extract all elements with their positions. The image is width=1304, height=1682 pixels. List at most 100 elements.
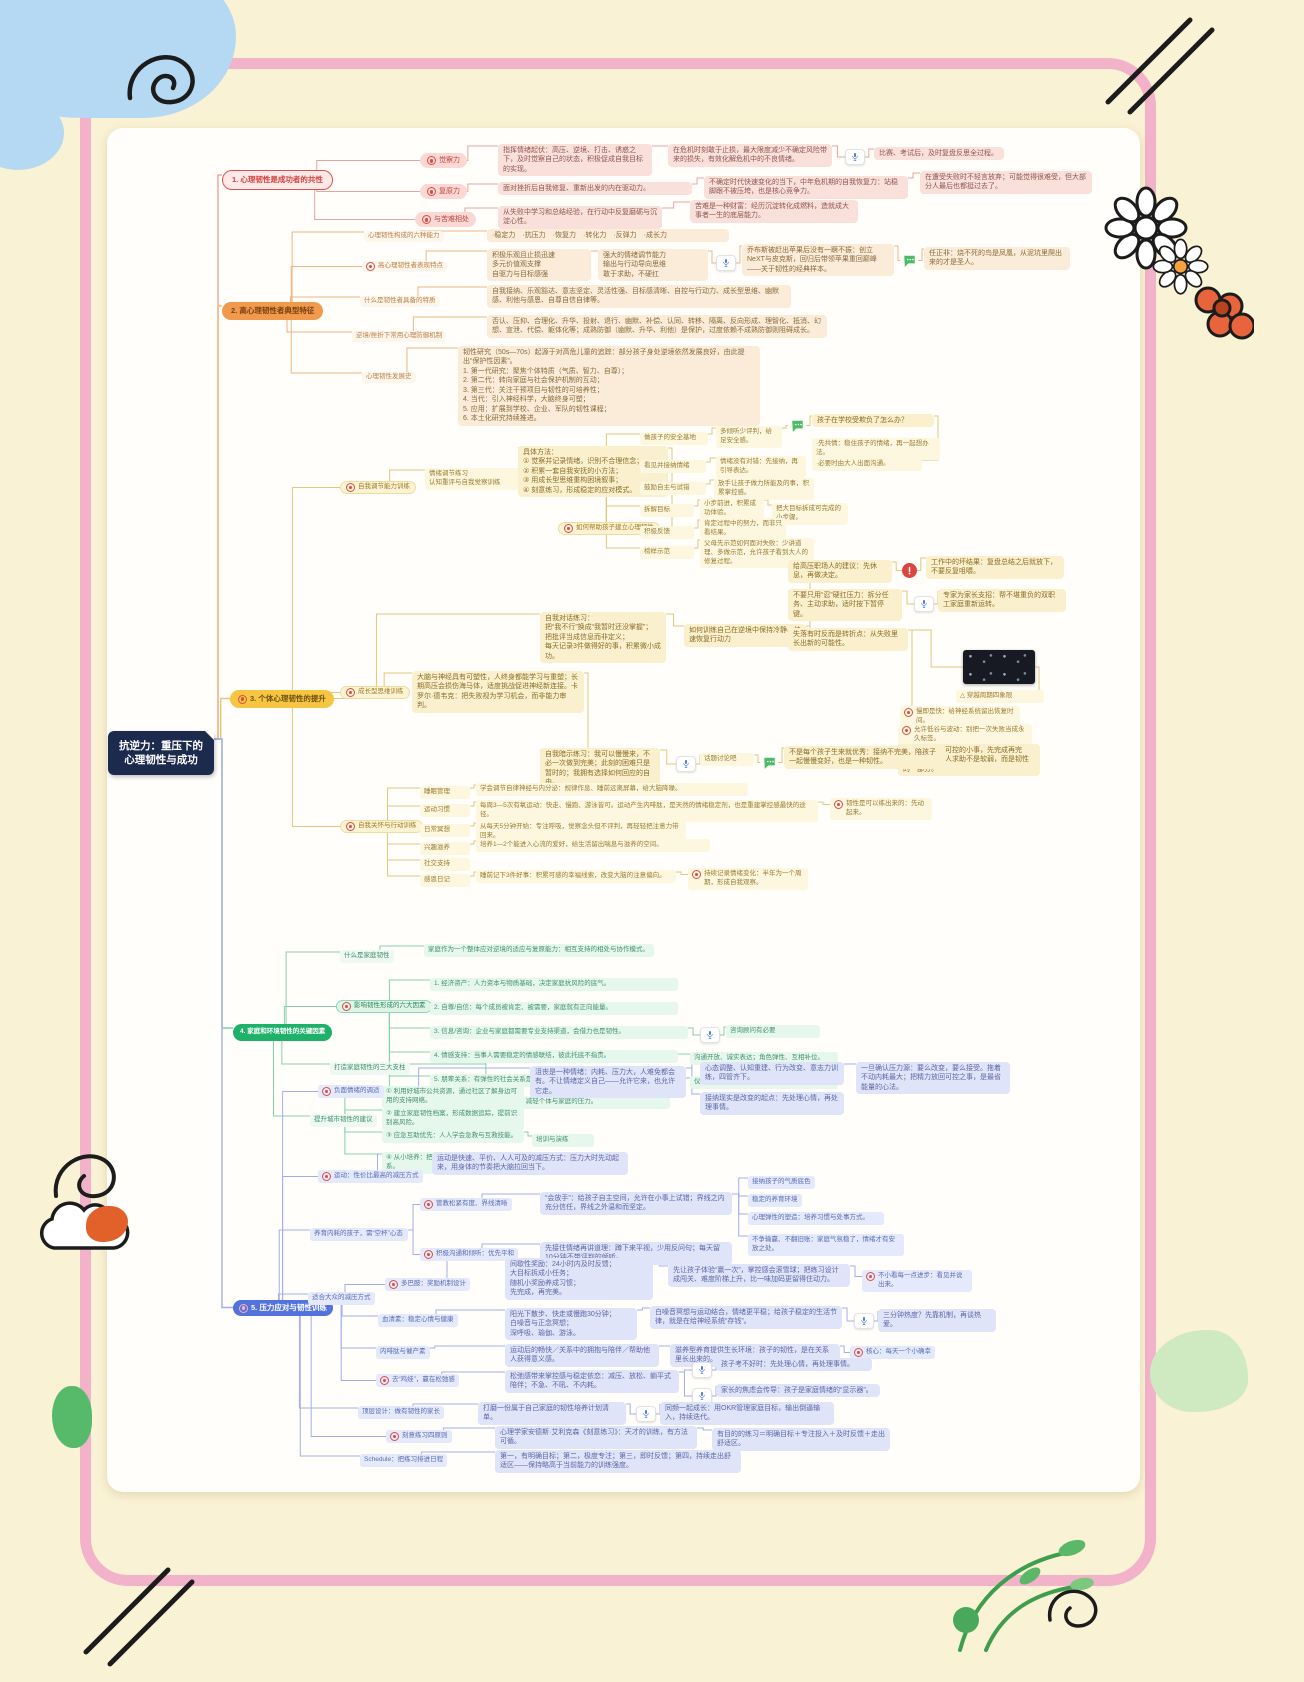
mindmap-node[interactable]: 家长的焦虑会传导：孩子是家庭情绪的“显示器”。 [716, 1384, 880, 1398]
mindmap-node[interactable]: 把大目标拆成可完成的小步骤。 [772, 503, 848, 525]
branch-1-common-traits[interactable]: 1. 心理韧性是成功者的共性 [222, 170, 333, 191]
mindmap-node[interactable]: 2. 自尊/自信：每个成员被肯定、被需要，家庭就有正向能量。 [430, 1002, 678, 1015]
mindmap-node[interactable]: 韧性研究（50s—70s）起源于对高危儿童的追踪：部分孩子身处逆境依然发展良好，… [458, 346, 760, 426]
mindmap-node[interactable]: 心理弹性的塑造：培养习惯与处事方式。 [748, 1212, 884, 1225]
mindmap-node[interactable]: 强大的情绪调节能力 输出与行动导向思维 敢于求助，不硬扛 [598, 249, 708, 282]
mindmap-node[interactable]: 大脑与神经具有可塑性，人终身都能学习与重塑；长期高压会损伤海马体，适度挑战促进神… [412, 671, 584, 713]
mindmap-node[interactable]: 做孩子的安全基地 [640, 432, 708, 445]
mindmap-node[interactable]: 核心：每天一个小确幸 [850, 1346, 935, 1359]
mindmap-node[interactable]: 在遭受失败时不轻言放弃；可能觉得很难受，但大部分人最后也都挺过去了。 [920, 171, 1092, 194]
audio-note-button[interactable] [692, 1362, 712, 1378]
mindmap-node[interactable]: 复原力 [420, 184, 467, 200]
mindmap-node[interactable]: 鼓励自主与试错 [640, 482, 706, 495]
mindmap-node[interactable]: 心态调整、认知重建、行为改变、意志力训练，四管齐下。 [700, 1062, 844, 1085]
mindmap-node[interactable]: 同频一起成长：用OKR管理家庭目标，输出倒逼输入，持续迭代。 [660, 1402, 834, 1425]
mindmap-node[interactable]: 一旦确认压力源：要么改变，要么接受。拖着不动内耗最大；把精力放回可控之事，是最省… [856, 1062, 1010, 1095]
audio-note-button[interactable] [636, 1406, 656, 1422]
mindmap-node[interactable]: 不小看每一点进步：看见并说出来。 [862, 1270, 972, 1292]
mindmap-node[interactable]: 不确定时代快速变化的当下，中年危机期的自我恢复力：站稳脚跟不被压垮，也是核心竞争… [704, 176, 908, 199]
mindmap-node[interactable]: 多巴胺：奖励机制设计 [385, 1278, 470, 1291]
mindmap-node[interactable]: 允许低谷与波动：别把一次失败当成永久标签。 [898, 724, 1032, 746]
mindmap-node[interactable]: 运动后的畅快／关系中的拥抱与陪伴／帮助他人获得意义感。 [505, 1344, 659, 1367]
mindmap-node[interactable]: 每周3—5次有氧运动：快走、慢跑、游泳皆可。运动产生内啡肽，是天然的情绪稳定剂，… [476, 800, 818, 822]
mindmap-node[interactable]: “会放手”：给孩子自主空间，允许在小事上试错；界线之内充分信任，界线之外温和而坚… [540, 1192, 732, 1215]
branch-4-family-environment-factors[interactable]: 4. 家庭和环境韧性的关键因素 [233, 1024, 333, 1041]
mindmap-node[interactable]: Schedule：把练习排进日程 [360, 1454, 448, 1467]
mindmap-node[interactable]: 运动：性价比最高的减压方式 [318, 1170, 423, 1183]
mindmap-node[interactable]: 孩子考不好时：先处理心情，再处理事情。 [716, 1358, 872, 1372]
mindmap-node[interactable]: 孩子在学校受欺负了怎么办？ [812, 414, 934, 428]
mindmap-node[interactable]: 咨询顾问有必要 [726, 1025, 820, 1038]
mindmap-node[interactable]: 管教松紧有度、界线清晰 [420, 1198, 512, 1211]
mindmap-node[interactable]: 1. 经济资产：人力资本与物质基础，决定家庭抗风险的底气。 [430, 978, 678, 991]
mindmap-node[interactable]: 觉察力 [420, 153, 467, 169]
audio-note-button[interactable] [845, 149, 865, 165]
mindmap-node[interactable]: 什么是韧性者具备的特质 [360, 296, 440, 307]
audio-note-button[interactable] [854, 1313, 874, 1329]
mindmap-node[interactable]: 顶层设计：做有韧性的家长 [358, 1406, 444, 1419]
mindmap-node[interactable]: 看见并接纳情绪 [640, 460, 706, 473]
mindmap-node[interactable]: 有目的的练习＝明确目标＋专注投入＋及时反馈＋走出舒适区。 [712, 1428, 890, 1451]
mindmap-node[interactable]: 自我接纳、乐观豁达、意志坚定、灵活性强、目标感清晰、自控与行动力、成长型思维、幽… [487, 285, 791, 308]
mindmap-node[interactable]: 养育内耗的孩子，需“空杯”心态 [310, 1228, 408, 1241]
mindmap-node[interactable]: 沮丧是一种情绪：内耗、压力大，人难免都会有。不让情绪定义自己——允许它来，也允许… [530, 1066, 686, 1099]
mindmap-node[interactable]: 心理韧性构成的六种能力 [364, 231, 444, 242]
mindmap-node[interactable]: 面对挫折后自我修复、重新出发的内在驱动力。 [498, 182, 692, 196]
mindmap-node[interactable]: 负面情绪的调适 [318, 1085, 384, 1098]
mindmap-node[interactable]: 接纳孩子的气质底色 [748, 1176, 815, 1189]
central-topic[interactable]: 抗逆力：重压下的 心理韧性与成功 [108, 731, 214, 776]
mindmap-node[interactable]: 不要只用“忍”硬扛压力：拆分任务、主动求助，适时按下暂停键。 [788, 589, 902, 622]
mindmap-node[interactable]: 4. 情感支持：当事人需要稳定的情感联结，彼此托底不指责。 [430, 1050, 678, 1063]
mindmap-node[interactable]: 刻意练习四原则 [386, 1430, 452, 1443]
comment-bubble-button[interactable] [788, 418, 806, 433]
mindmap-node[interactable]: 持续记录情绪变化：半年为一个周期，形成自我观察。 [688, 868, 808, 890]
mindmap-node[interactable]: 心理韧性发展史 [362, 372, 416, 383]
mindmap-node[interactable]: ·先共情：稳住孩子的情绪，再一起想办法。 [812, 438, 940, 460]
mindmap-node[interactable]: 榜样示范 [640, 546, 694, 559]
mindmap-node[interactable]: 3. 信息/咨询：企业与家庭都需要专业支持渠道，会借力也是韧性。 [430, 1026, 688, 1039]
mindmap-node[interactable]: 多倾听少评判，给足安全感。 [716, 426, 782, 448]
mindmap-node[interactable]: 放手让孩子做力所能及的事，积累掌控感。 [714, 478, 814, 500]
comment-bubble-button[interactable] [760, 755, 778, 770]
mindmap-node[interactable]: 话题讨论吧 [700, 753, 754, 766]
mindmap-node[interactable]: 家庭作为一个整体应对逆境的适应与复原能力：相互支持的相处与协作模式。 [424, 944, 654, 957]
mindmap-node[interactable]: ·稳定力 ·抗压力 ·恢复力 ·转化力 ·反弹力 ·成长力 [487, 229, 729, 243]
mindmap-node[interactable]: 从失败中学习和总结经验，在行动中反复磨砺与沉淀心性。 [498, 206, 662, 229]
mindmap-node[interactable]: 不是每个孩子生来就优秀：接纳不完美，陪孩子一起慢慢变好，也是一种韧性。 [784, 746, 946, 769]
mindmap-node[interactable]: 兴趣滋养 [420, 842, 470, 855]
mindmap-node[interactable]: △ 穿越周期四象限 [956, 690, 1044, 703]
mindmap-node[interactable]: 阳光下散步、快走或慢跑30分钟； 白噪音与正念冥想； 深呼吸、瑜伽、游泳。 [505, 1308, 637, 1341]
mindmap-node[interactable]: 拆解目标 [640, 504, 694, 517]
mindmap-node[interactable]: 如何训练自己在逆境中保持冷静、快速恢复行动力 [684, 624, 806, 647]
mindmap-node[interactable]: 情绪没有对错：先接纳，再引导表达。 [716, 456, 806, 478]
mindmap-node[interactable]: 日常冥想 [420, 824, 470, 837]
branch-3-individual-improvement[interactable]: 3. 个体心理韧性的提升 [230, 690, 334, 709]
mindmap-node[interactable]: 第一，有明确目标；第二，极度专注；第三，即时反馈；第四，持续走出舒适区——保持略… [495, 1450, 741, 1473]
mindmap-node[interactable]: 任正非：烧不死的鸟是凤凰，从泥坑里爬出来的才是圣人。 [924, 247, 1070, 270]
mindmap-node[interactable]: 否认、压抑、合理化、升华、投射、退行、幽默、补偿、认同、转移、隔离、反向形成、理… [487, 315, 827, 338]
mindmap-node[interactable]: 肯定过程中的努力，而非只看结果。 [700, 518, 786, 540]
mindmap-node[interactable]: 不争输赢、不翻旧账：家庭气氛稳了，情绪才有安放之处。 [748, 1234, 904, 1256]
mindmap-node[interactable]: 适合大众的减压方式 [308, 1292, 375, 1305]
mindmap-node[interactable]: 培训与演练 [532, 1134, 594, 1147]
mindmap-node[interactable]: 睡前记下3件好事：积累可感的幸福线索，改变大脑的注意偏向。 [476, 870, 676, 883]
audio-note-button[interactable] [716, 255, 736, 271]
mindmap-node[interactable]: 比赛、考试后，及时复盘反思全过程。 [874, 147, 1004, 161]
mindmap-node[interactable]: 苦难是一种财富：经历沉淀转化成燃料，造就成大事者一生的底层能力。 [690, 200, 858, 223]
mindmap-node[interactable]: 逆境/挫折下常用心理防御机制 [352, 331, 447, 342]
mindmap-node[interactable]: 血清素：稳定心情与健康 [378, 1314, 458, 1327]
mindmap-node[interactable]: 松弛感带来掌控感与稳定依恋：减压、放松、躺平式陪伴；不急、不吼、不内耗。 [505, 1370, 679, 1393]
audio-note-button[interactable] [914, 596, 934, 612]
mindmap-node[interactable]: 积极乐观且止损迅速 多元价值观支撑 自驱力与目标感强 [487, 249, 591, 282]
mindmap-node[interactable]: 专家为家长支招：帮不堪重负的双职工家庭重新运转。 [938, 589, 1066, 612]
mindmap-node[interactable]: 自我对话练习： 把“我不行”换成“我暂时还没掌握”； 把批评当成信息而非定义； … [540, 612, 666, 664]
mindmap-node[interactable]: 培养1—2个能进入心流的爱好，给生活留出喘息与滋养的空间。 [476, 839, 710, 852]
mindmap-node[interactable]: 内啡肽与催产素 [376, 1346, 430, 1359]
mindmap-node[interactable]: 学会调节自律神经与内分泌：规律作息、睡前远离屏幕，给大脑降噪。 [476, 783, 748, 796]
mindmap-node[interactable]: 三分钟热度？先靠机制，再谈热爱。 [878, 1309, 996, 1332]
mindmap-node[interactable]: ② 建立家庭韧性档案，形成数据追踪，提前识别高风险。 [382, 1108, 524, 1130]
mindmap-node[interactable]: ③ 应急互助优先：人人学会急救与互救技能。 [382, 1130, 524, 1143]
mindmap-node[interactable]: 什么是家庭韧性 [340, 950, 394, 963]
mindmap-node[interactable]: 去“鸡娃”，赢在松弛感 [376, 1374, 459, 1387]
slide-image-thumbnail[interactable] [963, 650, 1035, 684]
